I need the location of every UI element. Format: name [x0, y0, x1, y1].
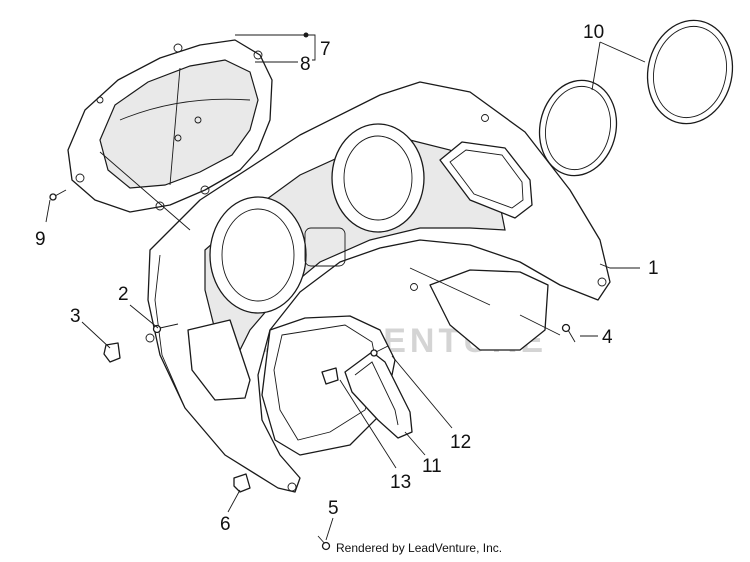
- leader-lines: [45, 32, 646, 541]
- clip-3-part: [103, 342, 121, 363]
- screw-9-part: [49, 189, 67, 201]
- clip-13-part: [321, 367, 339, 385]
- callout-2: 2: [118, 284, 129, 305]
- callout-11: 11: [422, 456, 442, 477]
- lens-ring-small-part: [538, 79, 618, 177]
- dashboard-cover-part: [145, 81, 611, 493]
- callout-6: 6: [220, 514, 231, 535]
- callout-labels: 1 2 3 4 5 6 7 8 9 10 11 12 13: [35, 22, 659, 535]
- callout-9: 9: [35, 229, 46, 250]
- screw-5-part: [317, 535, 331, 551]
- callout-10: 10: [583, 22, 604, 43]
- screw-4-part: [561, 323, 576, 343]
- callout-1: 1: [648, 258, 659, 279]
- callout-12: 12: [450, 432, 471, 453]
- lens-ring-large-part: [646, 19, 734, 125]
- callout-5: 5: [328, 498, 339, 519]
- callout-13: 13: [390, 472, 411, 493]
- callout-7: 7: [320, 39, 331, 60]
- screw-2-part: [152, 323, 179, 334]
- clip-6-part: [233, 473, 251, 493]
- callout-4: 4: [602, 327, 613, 348]
- callout-8: 8: [300, 54, 311, 75]
- callout-3: 3: [70, 306, 81, 327]
- render-credit: Rendered by LeadVenture, Inc.: [336, 541, 503, 555]
- screw-12-part: [370, 345, 389, 357]
